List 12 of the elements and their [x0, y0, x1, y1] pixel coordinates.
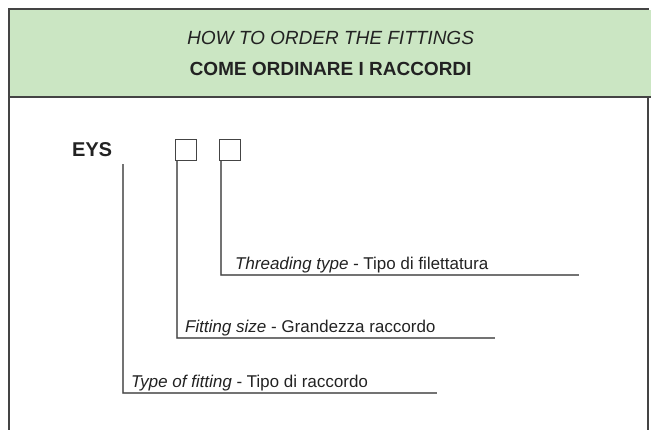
leader-line [220, 160, 580, 276]
code-prefix: EYS [72, 136, 126, 164]
code-field [175, 139, 197, 161]
leader-line [176, 160, 496, 339]
code-description: Fitting size - Grandezza raccordo [185, 315, 496, 339]
code-field [219, 139, 241, 161]
code-description: Threading type - Tipo di filettatura [235, 252, 580, 276]
leader-line [122, 163, 438, 394]
header-band [10, 10, 651, 98]
header-title: HOW TO ORDER THE FITTINGS [186, 28, 475, 50]
header-subtitle: COME ORDINARE I RACCORDI [188, 59, 472, 81]
code-description: Type of fitting - Tipo di raccordo [131, 370, 438, 394]
